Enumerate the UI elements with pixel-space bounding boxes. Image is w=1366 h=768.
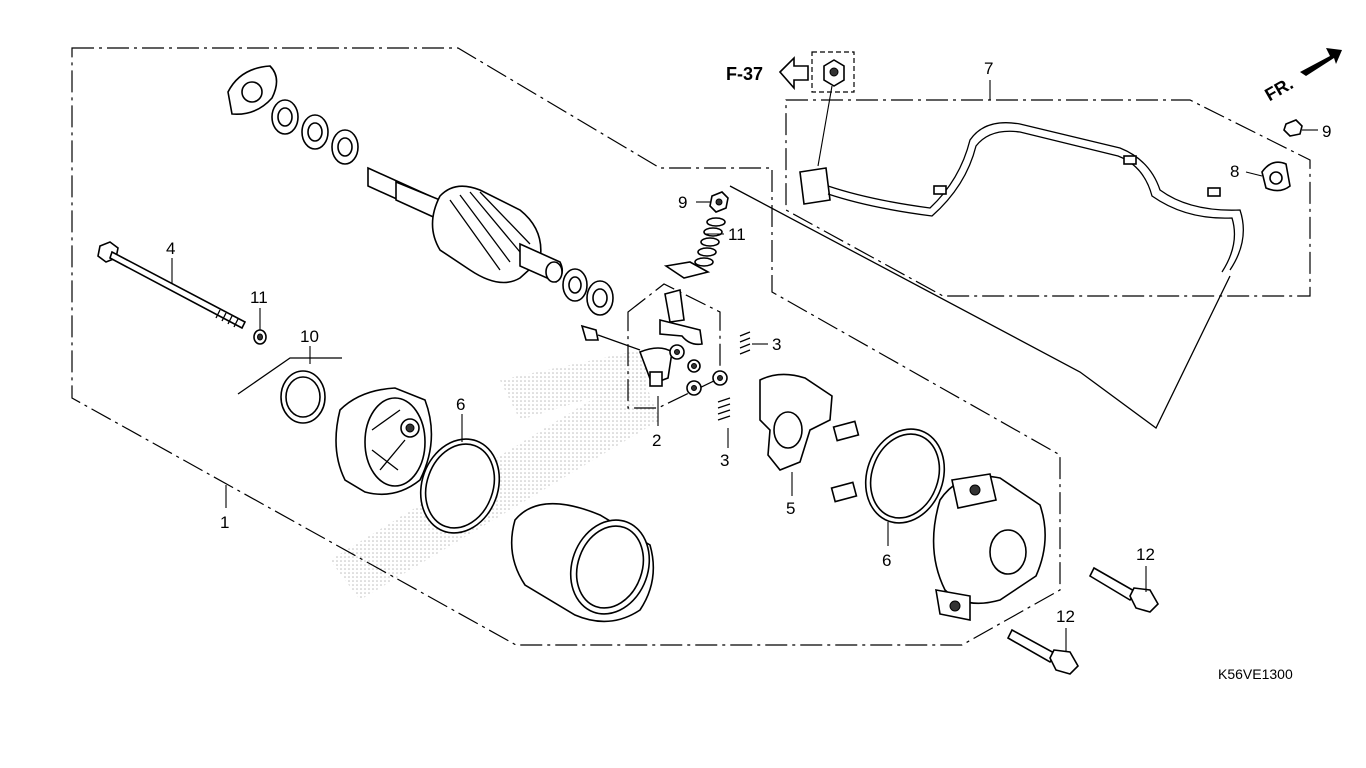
callout-12-upper: 12 [1136, 545, 1155, 564]
callout-6-right: 6 [882, 551, 891, 570]
harness-terminal-boundary [729, 185, 1231, 429]
o-ring-6-left [419, 438, 501, 534]
leader-lines [171, 80, 1318, 652]
callout-8: 8 [1230, 162, 1239, 181]
terminal-cap-8 [1261, 161, 1291, 192]
callout-3-lower: 3 [720, 451, 729, 470]
callout-1: 1 [220, 513, 229, 532]
assembly-boundary-1 [71, 47, 1061, 646]
callout-12-lower: 12 [1056, 607, 1075, 626]
callout-6-left: 6 [456, 395, 465, 414]
o-ring-10-boundary [237, 357, 342, 395]
insulator-washers [694, 217, 726, 267]
callout-4: 4 [166, 239, 175, 258]
o-ring-6-right [864, 428, 946, 524]
callout-3-upper: 3 [772, 335, 781, 354]
armature [367, 166, 564, 284]
brush-spring-3-upper [739, 331, 751, 355]
bolt-12-upper [1088, 566, 1159, 613]
thrust-washers [271, 99, 359, 165]
brush-spring-3-lower [717, 397, 731, 421]
front-cover [335, 387, 433, 496]
brush-holder-5 [759, 373, 860, 503]
brush-holder-boundary-2 [627, 283, 721, 409]
starter-cable-7 [799, 122, 1244, 273]
front-direction-arrow-icon [1300, 48, 1342, 76]
front-indicator-label: FR. [1261, 73, 1296, 105]
callout-5: 5 [786, 499, 795, 518]
reference-code: K56VE1300 [1218, 666, 1293, 682]
brush-terminal-2 [580, 288, 728, 396]
o-ring-10 [280, 370, 326, 424]
callout-7: 7 [984, 59, 993, 78]
terminal-nut-9 [709, 191, 729, 213]
armature-end-washers [562, 268, 614, 316]
lock-washer [227, 65, 278, 115]
washer-11 [253, 329, 267, 345]
through-bolt [97, 241, 247, 330]
callout-9-right: 9 [1322, 122, 1331, 141]
callout-11-right: 11 [728, 225, 746, 244]
callout-9-left: 9 [678, 193, 687, 212]
callout-11-left: 11 [250, 288, 268, 307]
yoke [510, 502, 655, 623]
page-reference-label: F-37 [726, 64, 763, 84]
rear-cover [932, 473, 1046, 621]
callout-2: 2 [652, 431, 661, 450]
page-reference-arrow-icon [778, 56, 809, 91]
bolt-12-lower [1006, 628, 1079, 675]
reference-nut-box [811, 51, 855, 167]
harness-boundary-7 [785, 99, 1311, 297]
callout-10: 10 [300, 327, 319, 346]
terminal-nut-9-right [1283, 119, 1303, 137]
washer-11-upper [663, 261, 711, 279]
